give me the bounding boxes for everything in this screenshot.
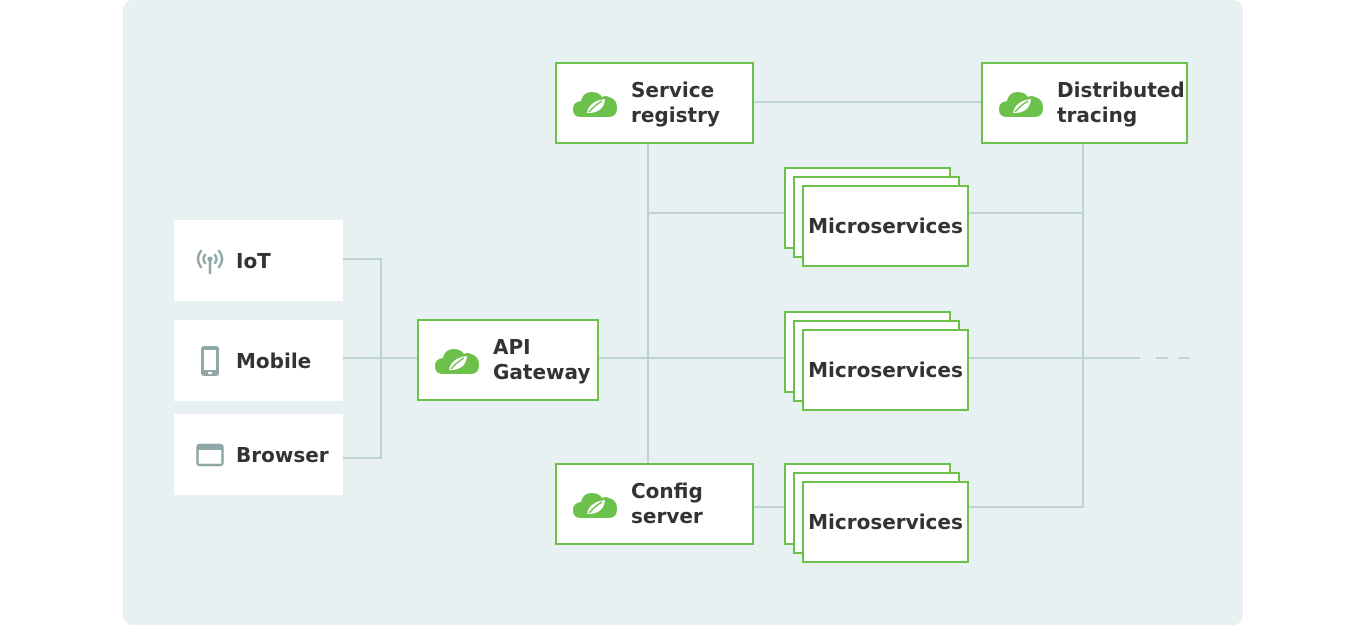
node-service-registry-label: Service registry (631, 78, 720, 127)
client-iot: IoT (174, 220, 343, 301)
signal-antenna-icon (192, 246, 228, 276)
connector-iot (343, 258, 382, 358)
node-config-server-label: Config server (631, 479, 703, 528)
spring-leaf-cloud-icon (573, 493, 617, 518)
node-service-registry: Service registry (555, 62, 754, 144)
client-mobile: Mobile (174, 320, 343, 401)
spring-leaf-cloud-icon (435, 349, 479, 374)
node-api-gateway-label: API Gateway (493, 335, 591, 384)
client-browser-label: Browser (236, 442, 329, 467)
client-browser: Browser (174, 414, 343, 495)
node-api-gateway: API Gateway (417, 319, 599, 401)
client-iot-label: IoT (236, 248, 271, 273)
microservices-label: Microservices (808, 358, 963, 382)
microservices-card: Microservices (802, 481, 969, 563)
connector-browser (343, 358, 382, 459)
microservices-stack-1: Microservices (784, 167, 969, 267)
browser-window-icon (192, 440, 228, 470)
spring-leaf-cloud-icon (999, 92, 1043, 117)
node-distributed-tracing: Distributed tracing (981, 62, 1188, 144)
spring-leaf-cloud-icon (573, 92, 617, 117)
microservices-card: Microservices (802, 329, 969, 411)
microservices-label: Microservices (808, 510, 963, 534)
microservices-label: Microservices (808, 214, 963, 238)
mobile-phone-icon (192, 345, 228, 376)
microservices-stack-3: Microservices (784, 463, 969, 563)
client-mobile-label: Mobile (236, 348, 312, 373)
microservices-card: Microservices (802, 185, 969, 267)
microservices-stack-2: Microservices (784, 311, 969, 411)
node-distributed-tracing-label: Distributed tracing (1057, 78, 1185, 127)
node-config-server: Config server (555, 463, 754, 545)
